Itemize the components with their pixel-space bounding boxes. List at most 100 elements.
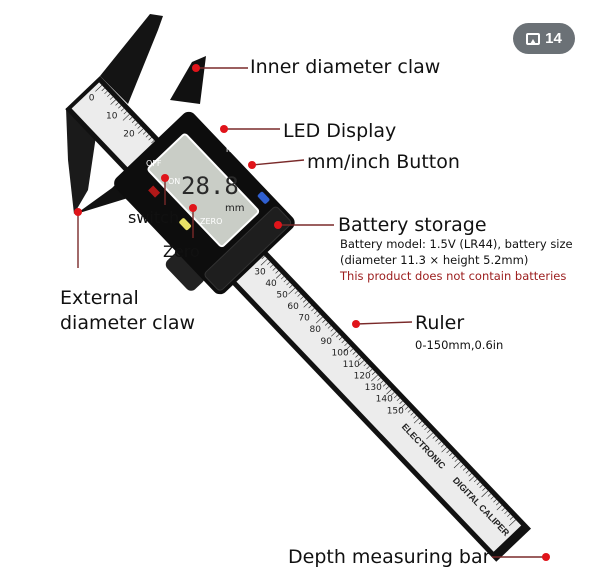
ruler-tick bbox=[438, 441, 442, 445]
battery-size-text: (diameter 11.3 × height 5.2mm) bbox=[340, 253, 528, 267]
ruler-tick bbox=[302, 299, 307, 303]
ruler-tick bbox=[343, 345, 351, 353]
ruler-tick bbox=[286, 281, 290, 286]
ruler-tick bbox=[396, 397, 401, 402]
ruler-tick bbox=[134, 122, 138, 126]
ruler-tick bbox=[507, 513, 511, 517]
zero-button[interactable] bbox=[178, 217, 191, 231]
lcd-reading: 28.8 bbox=[181, 172, 239, 200]
label-external-claw-line2: diameter claw bbox=[60, 312, 195, 334]
ruler-tick bbox=[501, 507, 505, 512]
label-battery-storage: Battery storage bbox=[338, 214, 487, 236]
thumb-wheel[interactable] bbox=[163, 249, 207, 293]
ruler-tick bbox=[363, 363, 367, 367]
ruler-tick bbox=[482, 487, 486, 491]
label-switch: switch bbox=[128, 208, 179, 227]
label-mm-inch-button: mm/inch Button bbox=[307, 151, 460, 173]
ruler-tick bbox=[476, 481, 481, 486]
ruler-tick bbox=[275, 270, 279, 274]
image-icon bbox=[526, 32, 541, 45]
ruler-tick bbox=[349, 348, 354, 352]
ruler-tick bbox=[297, 293, 301, 297]
label-led-display: LED Display bbox=[283, 120, 396, 142]
ruler-tick bbox=[432, 435, 436, 439]
ruler-tick bbox=[289, 284, 293, 289]
fixed-inner-jaw bbox=[100, 14, 163, 104]
image-count: 14 bbox=[545, 30, 562, 47]
ruler-tick bbox=[441, 447, 447, 453]
ruler-tick bbox=[118, 105, 122, 109]
ruler-tick bbox=[131, 119, 136, 123]
ruler-tick bbox=[313, 310, 318, 315]
ruler-tick bbox=[311, 308, 315, 312]
ruler-tick bbox=[272, 267, 276, 271]
ruler-tick bbox=[280, 276, 285, 280]
ruler-number: 30 bbox=[254, 267, 266, 277]
ruler-tick bbox=[315, 316, 323, 324]
ruler-number: 130 bbox=[365, 383, 382, 393]
ruler-tick bbox=[496, 502, 500, 506]
ruler-tick bbox=[283, 279, 287, 283]
ruler-tick bbox=[331, 331, 337, 337]
ruler-tick bbox=[465, 470, 469, 474]
ruler-ticks bbox=[95, 85, 516, 527]
ruler-tick bbox=[316, 313, 321, 318]
ruler-tick bbox=[107, 93, 111, 97]
mm-inch-button[interactable] bbox=[257, 191, 270, 205]
ruler-tick bbox=[493, 499, 497, 503]
ruler-tick bbox=[109, 96, 114, 100]
ruler-tick bbox=[435, 438, 439, 442]
ruler-number: 60 bbox=[287, 302, 299, 312]
power-switch[interactable] bbox=[148, 185, 161, 198]
ruler-number: 110 bbox=[343, 360, 360, 370]
ruler-number: 80 bbox=[309, 325, 321, 335]
ruler-tick bbox=[382, 383, 387, 387]
ruler-tick bbox=[330, 328, 334, 332]
ruler-tick bbox=[308, 305, 312, 309]
ruler-tick bbox=[341, 339, 345, 344]
ruler-tick bbox=[358, 357, 362, 361]
ruler-tick bbox=[404, 406, 409, 410]
ruler-tick bbox=[380, 380, 384, 384]
battery-cover[interactable] bbox=[203, 205, 292, 291]
label-external-claw-line1: External bbox=[60, 287, 139, 309]
ruler-tick bbox=[426, 432, 434, 440]
ruler-tick bbox=[137, 128, 144, 134]
fixed-outer-jaw bbox=[66, 108, 96, 214]
ruler-tick bbox=[267, 261, 271, 265]
ruler-tick bbox=[440, 444, 445, 448]
ruler-tick bbox=[355, 354, 359, 358]
ruler-tick bbox=[424, 426, 428, 431]
ruler-tick bbox=[338, 337, 343, 341]
ruler-tick bbox=[95, 85, 103, 92]
ruler-number: 0 bbox=[89, 93, 95, 103]
ruler-tick bbox=[398, 403, 406, 411]
ruler-tick bbox=[469, 476, 475, 482]
ruler-tick bbox=[275, 273, 282, 279]
ruler-tick bbox=[473, 478, 478, 483]
ruler-tick bbox=[427, 429, 431, 433]
ruler-tick bbox=[508, 519, 516, 527]
ruler-range-text: 0-150mm,0.6in bbox=[415, 338, 503, 352]
ruler-tick bbox=[509, 516, 514, 520]
ruler-tick bbox=[300, 296, 304, 300]
ruler-tick bbox=[104, 90, 108, 95]
ruler-tick bbox=[142, 131, 147, 135]
image-count-badge[interactable]: 14 bbox=[513, 23, 575, 54]
lcd-display bbox=[147, 133, 260, 248]
ruler-number: 70 bbox=[298, 314, 310, 324]
ruler-number: 150 bbox=[387, 406, 404, 416]
ruler-tick bbox=[115, 102, 119, 106]
ruler-tick bbox=[391, 392, 395, 396]
ruler-tick bbox=[358, 360, 365, 366]
ruler-tick bbox=[413, 418, 420, 424]
ruler-tick bbox=[110, 99, 116, 105]
ruler-tick bbox=[453, 461, 461, 469]
ruler-tick bbox=[393, 394, 398, 399]
ruler-tick bbox=[137, 125, 141, 129]
ruler-number: 10 bbox=[106, 112, 118, 122]
label-zero: Zero bbox=[163, 242, 200, 261]
ruler-number: 50 bbox=[276, 290, 288, 300]
